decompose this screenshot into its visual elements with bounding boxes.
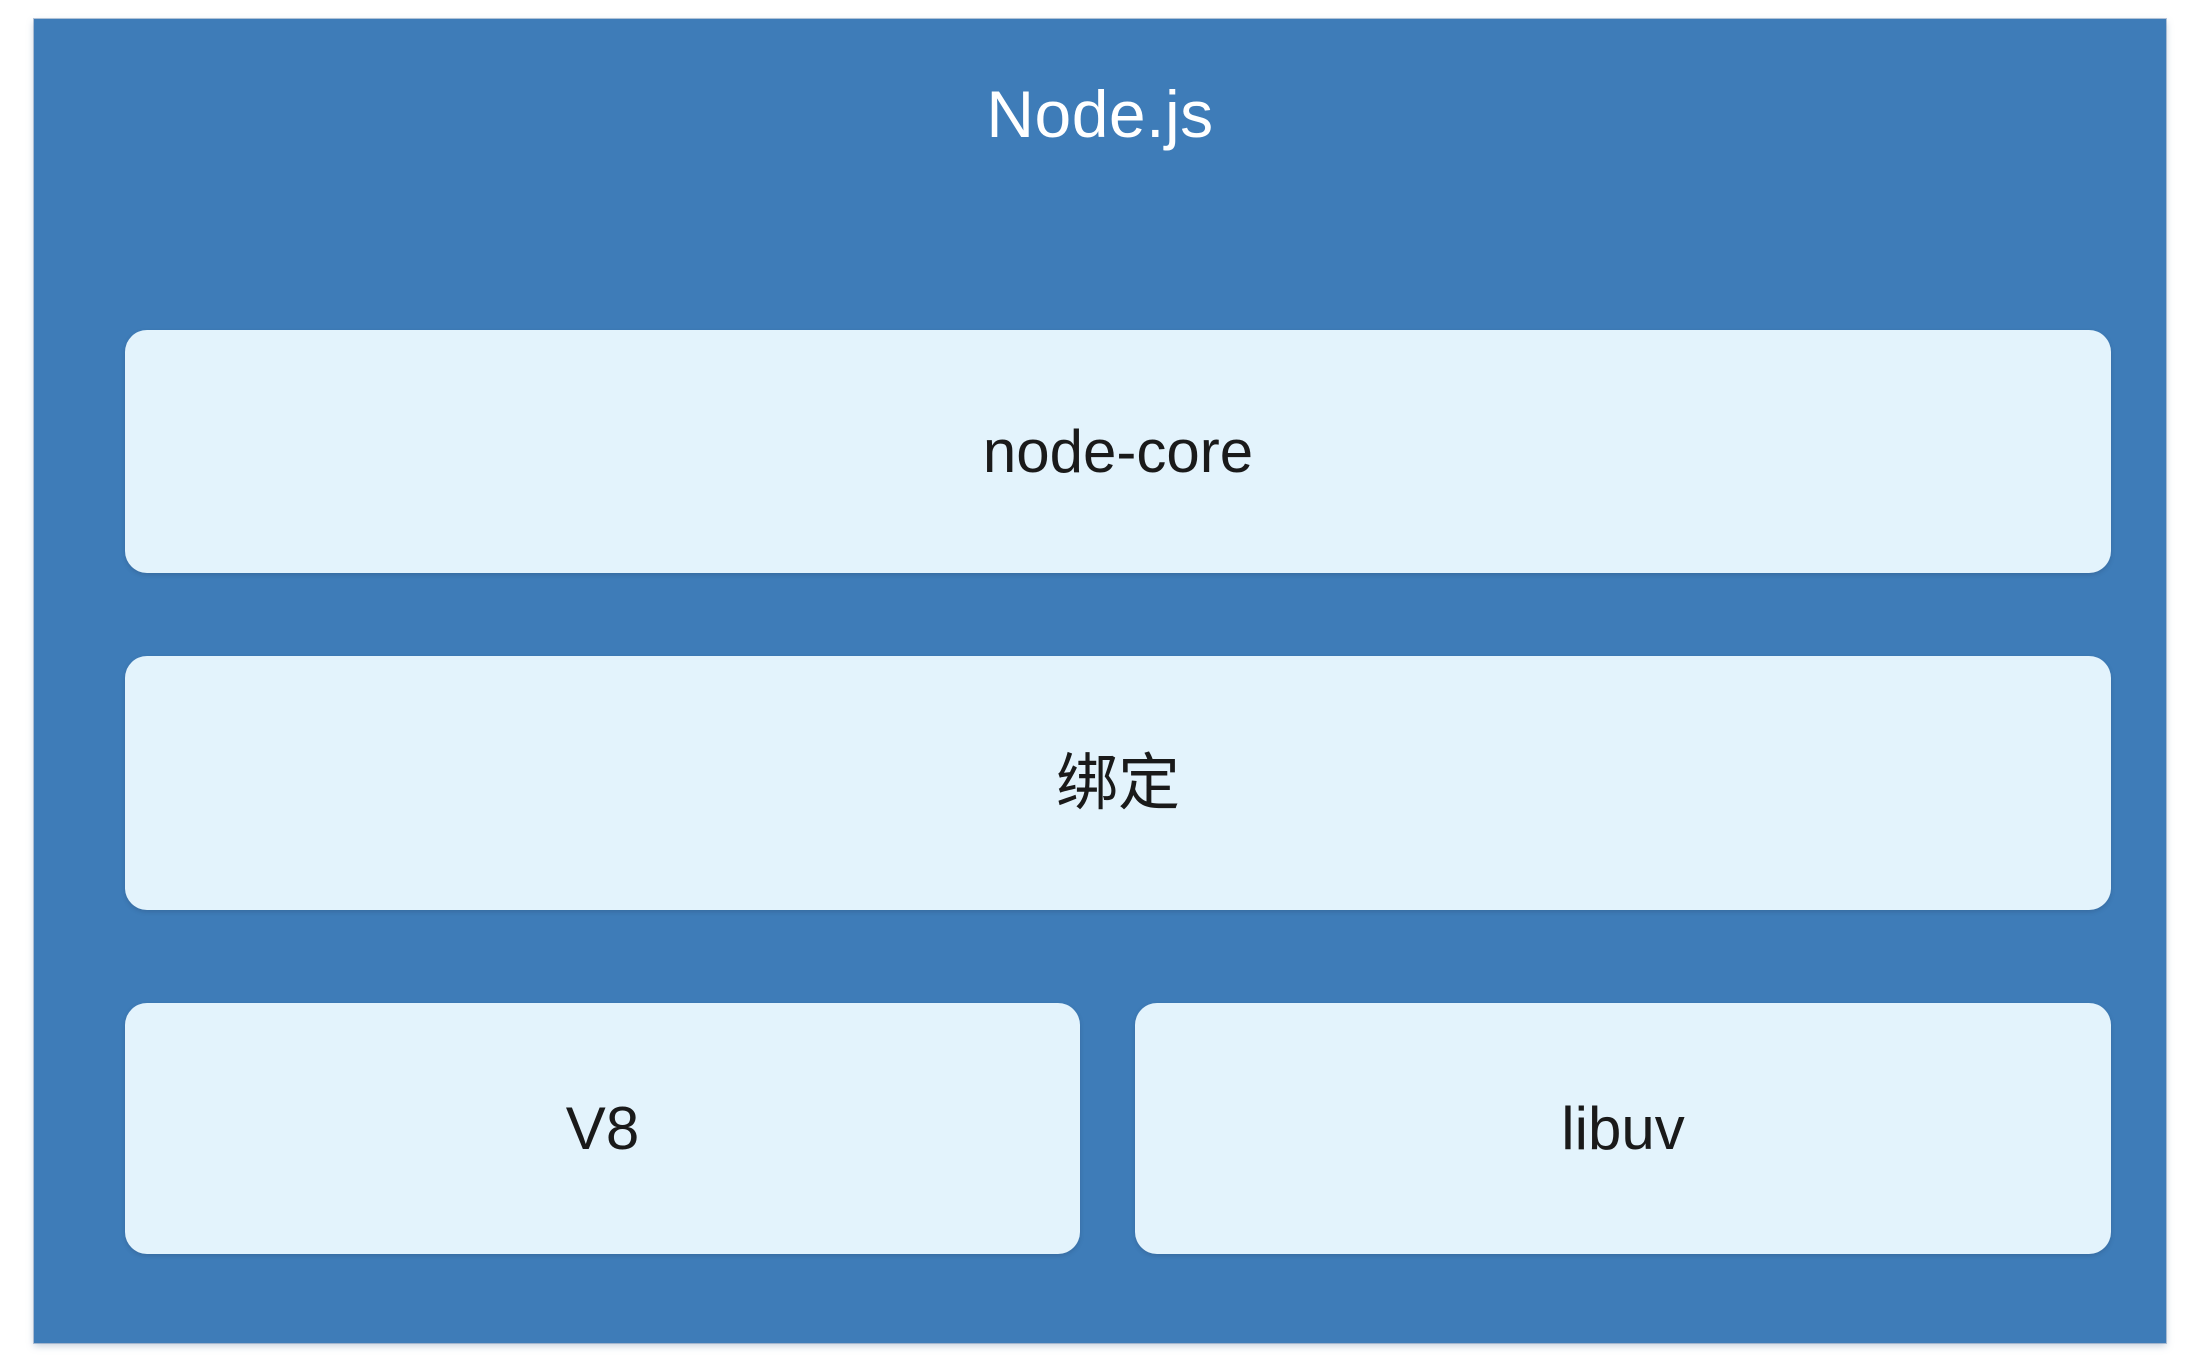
layer-label-v8: V8 — [565, 1094, 640, 1162]
layer-box-v8: V8 — [125, 1003, 1080, 1254]
layer-label-bindings: 绑定 — [1055, 746, 1180, 819]
layer-box-bindings: 绑定 — [125, 656, 2111, 910]
nodejs-runtime-panel: Node.js node-core 绑定 V8 libuv — [34, 19, 2166, 1343]
page-title: Node.js — [986, 77, 1214, 151]
layer-label-libuv: libuv — [1561, 1094, 1685, 1162]
layer-label-node-core: node-core — [982, 417, 1254, 485]
layer-box-node-core: node-core — [125, 330, 2111, 573]
layer-box-libuv: libuv — [1135, 1003, 2111, 1254]
